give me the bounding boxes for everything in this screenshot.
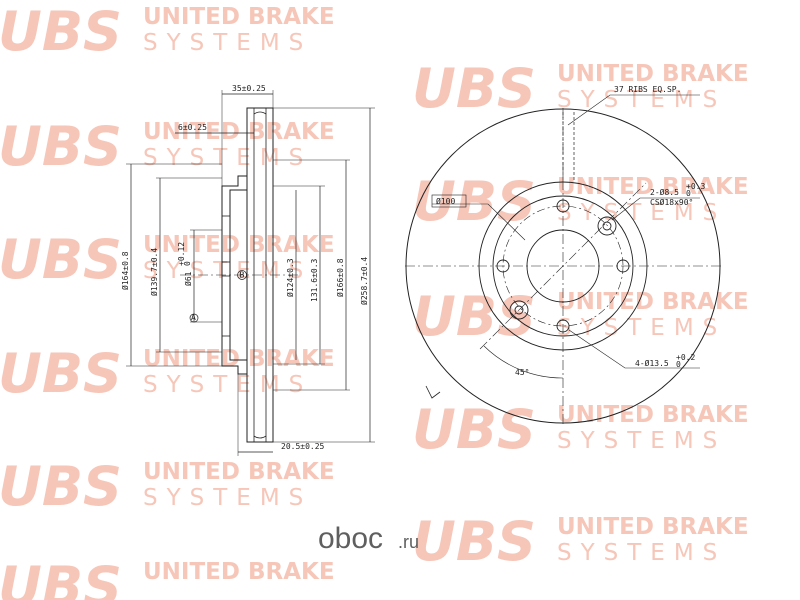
marker-b-circle xyxy=(237,270,247,280)
watermark-line1: UNITED BRAKE xyxy=(557,61,749,87)
watermark-logo: UBS xyxy=(0,115,122,178)
watermark-line1: UNITED BRAKE xyxy=(143,459,335,485)
bolt-hole-leader xyxy=(568,329,700,369)
marker-b-label: B xyxy=(240,271,245,280)
dim-width-total: 35±0.25 xyxy=(232,84,266,93)
watermark-line2: SYSTEMS xyxy=(557,200,726,226)
pin-hole-cs-inner xyxy=(514,305,524,315)
watermark-line1: UNITED BRAKE xyxy=(557,289,749,315)
pcd-leader xyxy=(432,203,526,241)
watermark-logo: UBS xyxy=(0,228,122,291)
bolt-hole-bottom xyxy=(556,319,570,333)
datum-a-label: A xyxy=(191,313,196,322)
pin-hole-cs-outer xyxy=(597,216,617,236)
watermark-logo: UBS xyxy=(412,57,536,120)
watermark-logo: UBS xyxy=(0,555,122,600)
watermark-layer: UBS UNITED BRAKE SYSTEMS UBS UNITED BRAK… xyxy=(0,0,749,600)
dim-d139: Ø139.7±0.4 xyxy=(149,248,159,296)
watermark-logo: UBS xyxy=(0,0,122,63)
dim-d166: Ø166±0.8 xyxy=(335,258,345,297)
watermark-block: UBS UNITED BRAKE SYSTEMS xyxy=(0,228,335,291)
vent-top xyxy=(253,111,267,115)
pin-hole-leader xyxy=(611,197,700,221)
dim-hub-depth: 20.5±0.25 xyxy=(281,442,325,451)
watermark-line1: UNITED BRAKE xyxy=(557,402,749,428)
oboc-logo-domain: .ru xyxy=(398,532,419,552)
watermark-line2: SYSTEMS xyxy=(143,372,312,398)
ribs-leader xyxy=(567,94,700,126)
watermark-block: UBS UNITED BRAKE SYSTEMS xyxy=(412,170,749,233)
watermark-line1: UNITED BRAKE xyxy=(143,559,335,585)
watermark-block: UBS UNITED BRAKE xyxy=(0,555,335,600)
label-countersink: CSØ18x90° xyxy=(650,197,693,207)
label-holes2-tol: +0.3 xyxy=(686,182,705,191)
watermark-logo: UBS xyxy=(0,455,122,518)
watermark-block: UBS UNITED BRAKE SYSTEMS xyxy=(412,398,749,461)
watermark-line1: UNITED BRAKE xyxy=(557,174,749,200)
oboc-logo: oboc .ru xyxy=(318,522,419,555)
watermark-line1: UNITED BRAKE xyxy=(143,119,335,145)
watermark-logo: UBS xyxy=(412,285,536,348)
watermark-block: UBS UNITED BRAKE SYSTEMS xyxy=(0,115,335,178)
watermark-line2: SYSTEMS xyxy=(557,428,726,454)
side-section-view: A B 35±0.25 6±0.25 20.5±0.25 Ø164±0.8 Ø1… xyxy=(120,84,375,456)
watermark-line2: SYSTEMS xyxy=(557,87,726,113)
datum-a-circle xyxy=(189,313,199,323)
dim-d61-tol2: 0 xyxy=(183,261,192,266)
pin-hole-cs-inner xyxy=(602,221,612,231)
bolt-hole-right xyxy=(616,259,630,273)
front-view: 37 RIBS EQ.SP. Ø100 2-Ø8.5 +0.3 0 CSØ18x… xyxy=(405,85,722,424)
label-holes4: 4-Ø13.5 xyxy=(635,358,669,368)
watermark-line1: UNITED BRAKE xyxy=(143,346,335,372)
oboc-logo-text: oboc xyxy=(318,522,383,555)
pcd-frame xyxy=(431,194,467,208)
pin-hole-cs-outer xyxy=(509,300,529,320)
label-ribs: 37 RIBS EQ.SP. xyxy=(614,85,681,94)
hat-circle xyxy=(492,195,634,337)
dim-d164: Ø164±0.8 xyxy=(120,251,130,290)
label-holes4-tol2: 0 xyxy=(676,360,681,369)
bolt-hole-top xyxy=(556,199,570,213)
cut-mark xyxy=(425,385,441,399)
label-angle: 45° xyxy=(515,368,529,377)
watermark-logo: UBS xyxy=(412,510,536,573)
watermark-line1: UNITED BRAKE xyxy=(143,232,335,258)
dim-d131: 131.6±0.3 xyxy=(310,258,319,302)
angle-arc xyxy=(483,345,564,379)
watermark-line2: SYSTEMS xyxy=(557,540,726,566)
dim-d124: Ø124±0.3 xyxy=(285,258,295,297)
dim-d258: Ø258.7±0.4 xyxy=(359,257,369,305)
watermark-logo: UBS xyxy=(412,170,536,233)
watermark-logo: UBS xyxy=(0,342,122,405)
label-pcd: Ø100 xyxy=(436,196,455,206)
diagonal-line xyxy=(479,182,647,350)
watermark-line2: SYSTEMS xyxy=(143,145,312,171)
label-holes2-tol2: 0 xyxy=(686,189,691,198)
dim-disc-thickness: 6±0.25 xyxy=(178,123,207,132)
watermark-logo: UBS xyxy=(412,398,536,461)
dim-d61: Ø61 xyxy=(183,271,193,286)
watermark-block: UBS UNITED BRAKE SYSTEMS xyxy=(412,57,749,120)
label-holes4-tol: +0.2 xyxy=(676,353,695,362)
watermark-line2: SYSTEMS xyxy=(143,30,312,56)
watermark-line2: SYSTEMS xyxy=(557,315,726,341)
watermark-block: UBS UNITED BRAKE SYSTEMS xyxy=(412,285,749,348)
vent-bottom xyxy=(253,435,267,439)
watermark-line2: SYSTEMS xyxy=(143,485,312,511)
bore-hole xyxy=(221,261,231,277)
watermark-line1: UNITED BRAKE xyxy=(557,514,749,540)
watermark-block: UBS UNITED BRAKE SYSTEMS xyxy=(0,342,335,405)
bolt-hole-left xyxy=(496,259,510,273)
watermark-block: UBS UNITED BRAKE SYSTEMS xyxy=(412,510,749,573)
watermark-block: UBS UNITED BRAKE SYSTEMS xyxy=(0,455,335,518)
dim-d61-tol: +0.12 xyxy=(177,242,186,266)
label-holes2: 2-Ø8.5 xyxy=(650,187,679,197)
watermark-line1: UNITED BRAKE xyxy=(143,4,335,30)
watermark-block: UBS UNITED BRAKE SYSTEMS xyxy=(0,0,335,63)
